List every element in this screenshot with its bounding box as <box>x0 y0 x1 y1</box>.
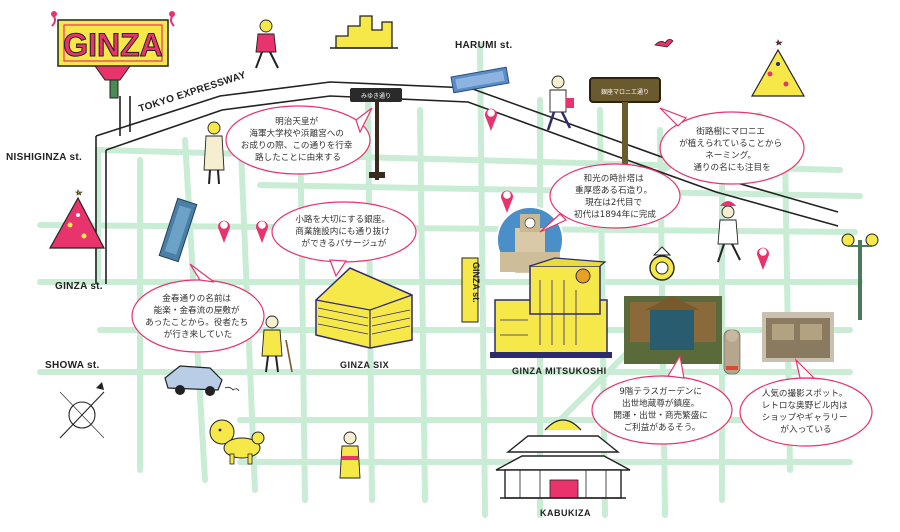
bubble-ginza-six-line-2: 商業施設内にも通り抜け <box>295 225 390 237</box>
ginza-logo: GINZA <box>51 11 175 99</box>
bubble-wako-line-1: 和光の時計塔は <box>584 172 645 184</box>
bubble-ginza-six: 小路を大切にする銀座。 商業施設内にも通り抜け ができるパサージュが <box>271 201 417 278</box>
bubble-wako-line-3: 現在は2代目で <box>585 196 642 208</box>
bubble-mitsukoshi-line-2: 出世地蔵尊が鎮座。 <box>622 397 699 409</box>
pin-a-letter: A <box>489 111 494 117</box>
bubble-okuno-line-4: が入っている <box>780 423 831 435</box>
okuno-building-photo <box>762 312 834 362</box>
jizo-statue-icon <box>723 329 741 375</box>
street-lamp-icon <box>841 233 879 320</box>
bubble-miyuki-line-2: 海軍大学校や浜離宮への <box>249 127 344 139</box>
poodle-icon <box>209 419 265 465</box>
kabukiza-building <box>495 419 631 499</box>
bubble-wako-line-4: 初代は1894年に完成 <box>574 208 656 220</box>
bubble-miyuki: 明治天皇が 海軍大学校や浜離宮への お成りの際、この通りを行幸 路したことに由来… <box>225 105 373 175</box>
pin-d[interactable]: D <box>256 220 269 243</box>
svg-text:人気の撮影スポット。 レトロな奥野ビル内は: 人気の撮影スポット。 レトロな奥野ビル内は ショップやギャラリー が入っている <box>762 387 851 435</box>
person-pink-hat-icon <box>717 201 741 263</box>
bubble-mitsukoshi-line-4: ご利益があるそう。 <box>624 421 701 433</box>
bird-icon <box>654 39 674 48</box>
person-man-walking-icon <box>546 75 574 131</box>
bubble-ginza-six-line-3: ができるパサージュが <box>302 237 387 249</box>
car-icon <box>164 365 240 396</box>
bubble-ginza-six-line-1: 小路を大切にする銀座。 <box>295 213 390 225</box>
pin-b-letter: B <box>761 250 766 256</box>
bubble-marronnier-line-1: 街路樹にマロニエ <box>696 125 765 137</box>
bubble-konparu-line-3: あったことから。役者たち <box>145 317 248 328</box>
bubble-marronnier: 街路樹にマロニエ が植えられていることから ネーミング。 通りの名にも注目を <box>659 107 805 185</box>
compass-icon <box>59 382 105 439</box>
bubble-marronnier-line-2: が植えられていることから <box>679 137 782 149</box>
bubble-mitsukoshi-line-1: 9階テラスガーデンに <box>619 385 702 397</box>
harumi-street-label: HARUMI st. <box>455 40 512 51</box>
person-woman-left-icon <box>203 121 225 185</box>
christmas-tree-right-icon <box>750 39 806 97</box>
bubble-konparu-line-1: 金春通りの名前は <box>162 292 231 304</box>
bubble-wako-line-2: 重厚感ある石造り。 <box>575 184 652 196</box>
ginza-vertical-sign: GINZA st. <box>461 257 481 323</box>
building-silhouette-icon <box>330 15 398 49</box>
bubble-okuno: 人気の撮影スポット。 レトロな奥野ビル内は ショップやギャラリー が入っている <box>739 358 873 447</box>
logo-text: GINZA <box>63 27 163 63</box>
jizo-shrine-photo <box>624 296 722 364</box>
ginza-mitsukoshi-building <box>490 257 612 358</box>
bubble-konparu: 金春通りの名前は 能楽・金春流の屋敷が あったことから。役者たち が行き来してい… <box>131 263 265 353</box>
ring-icon <box>649 246 675 281</box>
bubble-okuno-line-2: レトロな奥野ビル内は <box>762 399 848 411</box>
bubble-konparu-line-2: 能楽・金春流の屋敷が <box>154 304 240 316</box>
bubble-marronnier-line-4: 通りの名にも注目を <box>693 161 770 173</box>
bubble-miyuki-line-1: 明治天皇が <box>275 115 318 127</box>
pin-d-letter: D <box>260 223 265 229</box>
bubble-okuno-line-3: ショップやギャラリー <box>762 412 848 423</box>
miyuki-sign-text: みゆき通り <box>361 92 391 100</box>
pin-e-letter: E <box>222 223 226 229</box>
marronnier-sign-text: 銀座マロニエ通り <box>601 88 649 96</box>
pin-c[interactable]: C <box>501 190 513 213</box>
ginza-six-label: GINZA SIX <box>340 360 389 370</box>
svg-text:小路を大切にする銀座。 商業施設内にも通り抜け: 小路を大切にする銀座。 商業施設内にも通り抜け ができるパサージュが <box>295 213 392 249</box>
pin-c-letter: C <box>505 193 510 199</box>
svg-text:明治天皇が 海軍大学校や浜離宮への: 明治天皇が 海軍大学校や浜離宮への お成りの際、この通りを行幸 路したことに由来… <box>241 115 355 163</box>
bubble-mitsukoshi-line-3: 開運・出世・商売繁盛に <box>613 409 708 421</box>
bubble-mitsukoshi: 9階テラスガーデンに 出世地蔵尊が鎮座。 開運・出世・商売繁盛に ご利益があるそ… <box>591 354 733 445</box>
blue-street-sign <box>450 66 510 94</box>
person-elderly-cane-icon <box>261 315 293 373</box>
expressway-branch <box>119 96 131 136</box>
pin-e[interactable]: E <box>218 220 230 243</box>
christmas-tree-left-icon <box>48 189 105 249</box>
bubble-miyuki-line-4: 路したことに由来する <box>255 151 341 163</box>
ginza-mitsukoshi-label: GINZA MITSUKOSHI <box>512 366 607 376</box>
konparu-street-sign <box>158 197 198 263</box>
person-kimono-icon <box>339 431 361 479</box>
pin-a[interactable]: A <box>485 108 497 131</box>
svg-text:金春通りの名前は 能楽・金春流の屋敷が: 金春通りの名前は 能楽・金春流の屋敷が あったことから。役者たち が行き来してい… <box>145 292 251 340</box>
svg-text:街路樹にマロニエ が植えられていることから: 街路樹にマロニエ が植えられていることから ネーミング。 通りの名にも注目を <box>679 125 785 173</box>
miyuki-street-sign: みゆき通り <box>350 88 402 180</box>
bubble-miyuki-line-3: お成りの際、この通りを行幸 <box>241 139 353 151</box>
bubble-okuno-line-1: 人気の撮影スポット。 <box>762 387 848 399</box>
ginza-six-building <box>315 267 413 349</box>
pin-b[interactable]: B <box>757 247 770 270</box>
kabukiza-label: KABUKIZA <box>540 508 591 518</box>
showa-street-label: SHOWA st. <box>45 360 100 371</box>
person-walking-top-icon <box>255 19 279 69</box>
svg-text:和光の時計塔は 重厚感ある石造り。: 和光の時計塔は 重厚感ある石造り。 現在は2代目で 初代は1894年に完成 <box>574 172 656 220</box>
nishiginza-street-label: NISHIGINZA st. <box>6 152 82 163</box>
bubble-marronnier-line-3: ネーミング。 <box>705 149 756 161</box>
bubble-wako: 和光の時計塔は 重厚感ある石造り。 現在は2代目で 初代は1894年に完成 <box>539 163 681 233</box>
ginza-street-label: GINZA st. <box>55 281 103 292</box>
ginza-vertical-sign-text: GINZA st. <box>471 262 481 303</box>
bubble-konparu-line-4: が行き来していた <box>164 328 233 340</box>
svg-text:9階テラスガーデンに 出世地蔵尊が鎮座。: 9階テラスガーデンに 出世地蔵尊が鎮座。 開運・出世・商売繁盛に ご利益があるそ… <box>613 385 710 433</box>
